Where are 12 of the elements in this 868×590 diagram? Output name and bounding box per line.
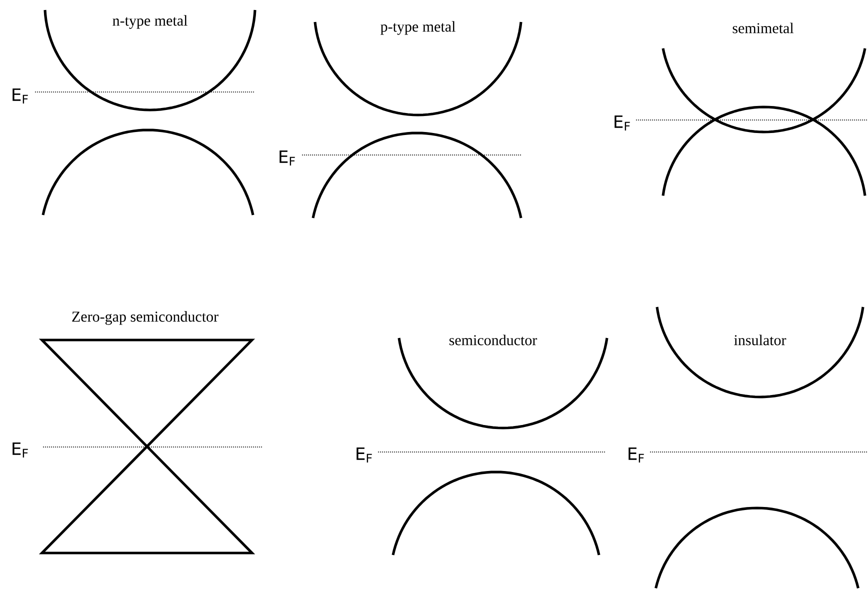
- fermi-level-label: E$_{F}$: [356, 447, 372, 463]
- panel-title: p-type metal: [380, 21, 456, 35]
- fermi-level-label: E$_{F}$: [614, 115, 630, 131]
- panel-title: Zero-gap semiconductor: [72, 311, 218, 325]
- fermi-level-label: E$_{F}$: [12, 88, 28, 104]
- panel-title: insulator: [734, 334, 786, 346]
- fermi-level-label: E$_{F}$: [12, 442, 28, 458]
- fermi-level-label: E$_{F}$: [628, 447, 644, 463]
- panel-title: semiconductor: [449, 334, 538, 346]
- panel-title: n-type metal: [112, 15, 188, 29]
- panel-title: semimetal: [732, 22, 794, 34]
- fermi-level-label: E$_{F}$: [280, 150, 295, 166]
